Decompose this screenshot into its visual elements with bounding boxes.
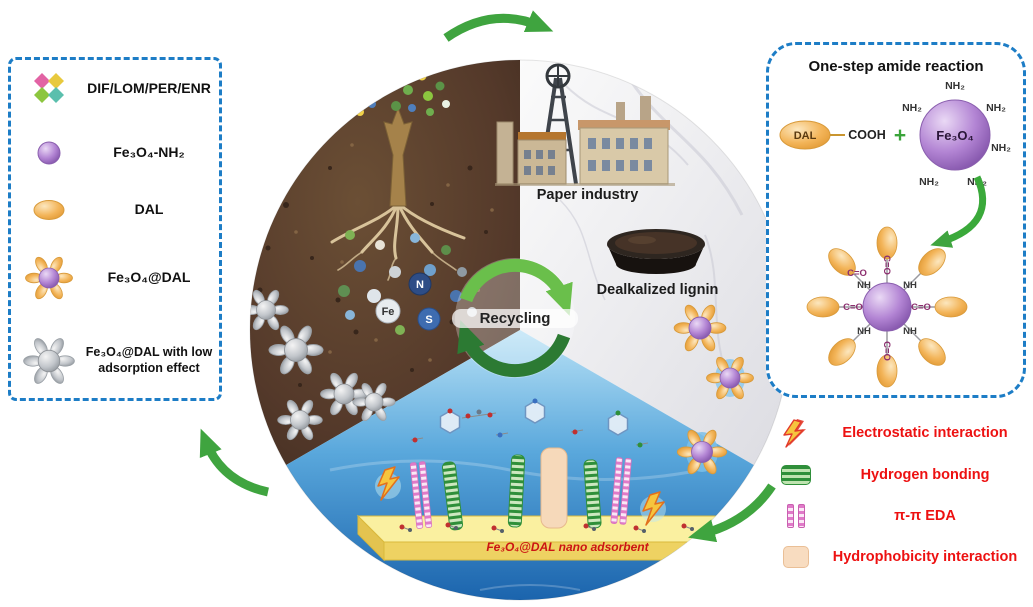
atom-label-s: S bbox=[425, 314, 432, 326]
legend-label: DAL bbox=[134, 201, 164, 218]
flow-arrow-bottom-left bbox=[199, 428, 270, 497]
soil-sector bbox=[250, 60, 520, 465]
adsorbent-particles bbox=[673, 302, 754, 477]
legend-row-hydrogen-bonding: Hydrogen bonding bbox=[770, 461, 1028, 489]
tree-trunk bbox=[383, 106, 413, 207]
svg-text:NH: NH bbox=[857, 326, 871, 337]
cycle-flow-arrows bbox=[199, 10, 776, 543]
legend-label: π-π EDA bbox=[894, 507, 956, 524]
legend-item-spent: Fe₃O₄@DAL with low adsorption effect bbox=[17, 334, 213, 388]
svg-text:NH₂: NH₂ bbox=[919, 176, 939, 188]
svg-text:NH₂: NH₂ bbox=[991, 142, 1011, 154]
amide-reaction-panel: One-step amide reaction DAL COOH + Fe₃O₄… bbox=[766, 42, 1026, 398]
dal-ellipse-icon bbox=[17, 198, 81, 222]
svg-text:NH: NH bbox=[903, 280, 917, 291]
flow-arrow-bottom-right bbox=[688, 483, 776, 543]
amide-reaction-diagram: DAL COOH + Fe₃O₄ NH₂ NH₂ NH₂ NH₂ NH₂ NH₂ bbox=[779, 80, 1011, 388]
legend-label: Hydrogen bonding bbox=[860, 466, 990, 483]
hydrophobic-bar bbox=[540, 447, 568, 529]
legend-label: Fe₃O₄-NH₂ bbox=[113, 144, 185, 161]
fe3o4-sphere bbox=[919, 99, 991, 171]
legend-label: Hydrophobicity interaction bbox=[832, 548, 1018, 565]
nutrient-atoms: N Fe S bbox=[375, 272, 441, 331]
pi-pi-bars bbox=[409, 461, 433, 529]
pi-pi-icon bbox=[770, 504, 822, 528]
antibiotic-diamonds-icon bbox=[17, 70, 81, 108]
legend-label: Fe₃O₄@DAL bbox=[107, 269, 191, 286]
adsorbed-molecules bbox=[399, 398, 694, 533]
spent-cluster-icon bbox=[17, 334, 81, 388]
soil-nutrient-dots bbox=[338, 230, 477, 335]
amide-panel-title: One-step amide reaction bbox=[808, 58, 984, 75]
legend-item-fe3o4-dal: Fe₃O₄@DAL bbox=[17, 252, 213, 304]
svg-text:C=O: C=O bbox=[847, 268, 867, 279]
svg-text:C=O: C=O bbox=[843, 302, 863, 313]
interaction-legend: Electrostatic interaction Hydrogen bondi… bbox=[770, 418, 1028, 571]
fe3o4-dal-cluster-icon bbox=[17, 252, 81, 304]
flow-arrow-top bbox=[443, 10, 554, 42]
legend-label: DIF/LOM/PER/ENR bbox=[87, 80, 211, 97]
adsorbent-label: Fe₃O₄@DAL nano adsorbent bbox=[486, 540, 649, 554]
amide-co-labels: C=O C=O C=O C=O C=O bbox=[843, 255, 931, 361]
legend-label: Fe₃O₄@DAL with low adsorption effect bbox=[85, 345, 213, 375]
svg-text:NH: NH bbox=[857, 280, 871, 291]
recycling-label: Recycling bbox=[452, 309, 578, 329]
dal-label: DAL bbox=[794, 130, 817, 142]
materials-legend: DIF/LOM/PER/ENR Fe₃O₄-NH₂ DAL bbox=[8, 57, 222, 401]
svg-text:NH: NH bbox=[903, 326, 917, 337]
lignin-bowl bbox=[607, 229, 705, 274]
dealkalized-lignin-label: Dealkalized lignin bbox=[596, 282, 719, 298]
amino-magnetite-sphere-icon bbox=[17, 138, 81, 168]
atom-label-n: N bbox=[416, 279, 424, 291]
legend-row-electrostatic: Electrostatic interaction bbox=[770, 418, 1028, 448]
atom-label-fe: Fe bbox=[382, 306, 395, 318]
reaction-arrow bbox=[930, 175, 987, 248]
legend-row-pi-pi: π-π EDA bbox=[770, 502, 1028, 530]
legend-item-dal: DAL bbox=[17, 198, 213, 222]
hydrophobic-icon bbox=[770, 546, 822, 568]
legend-item-fe3o4-nh2: Fe₃O₄-NH₂ bbox=[17, 138, 213, 168]
paper-factory-illustration bbox=[495, 63, 675, 186]
product-core-sphere bbox=[862, 282, 912, 332]
svg-text:NH₂: NH₂ bbox=[945, 80, 965, 92]
amide-product: NH NH NH NH C=O C=O C=O C=O C=O bbox=[806, 226, 968, 388]
svg-text:NH₂: NH₂ bbox=[986, 102, 1006, 114]
pi-pi-bars bbox=[610, 457, 632, 525]
hydrogen-bond-icon bbox=[770, 465, 822, 485]
svg-text:C=O: C=O bbox=[881, 341, 892, 361]
paper-industry-label: Paper industry bbox=[536, 187, 639, 203]
svg-text:C=O: C=O bbox=[911, 302, 931, 313]
interaction-bars bbox=[409, 447, 632, 531]
lightning-icon bbox=[770, 418, 822, 448]
legend-item-antibiotics: DIF/LOM/PER/ENR bbox=[17, 70, 213, 108]
lightning-icon bbox=[377, 466, 400, 501]
electrostatic-bolts bbox=[375, 466, 666, 526]
lightning-icon bbox=[642, 491, 665, 526]
cooh-label: COOH bbox=[848, 128, 886, 142]
nh-labels: NH NH NH NH bbox=[857, 280, 917, 337]
legend-label: Electrostatic interaction bbox=[842, 424, 1008, 441]
legend-row-hydrophobicity: Hydrophobicity interaction bbox=[770, 543, 1028, 571]
tree-roots bbox=[330, 202, 466, 281]
plus-sign: + bbox=[894, 124, 906, 147]
svg-text:C=O: C=O bbox=[881, 255, 892, 275]
fe3o4-label: Fe₃O₄ bbox=[936, 128, 974, 143]
hydrogen-bond-bar bbox=[507, 454, 526, 528]
svg-text:NH₂: NH₂ bbox=[902, 102, 922, 114]
